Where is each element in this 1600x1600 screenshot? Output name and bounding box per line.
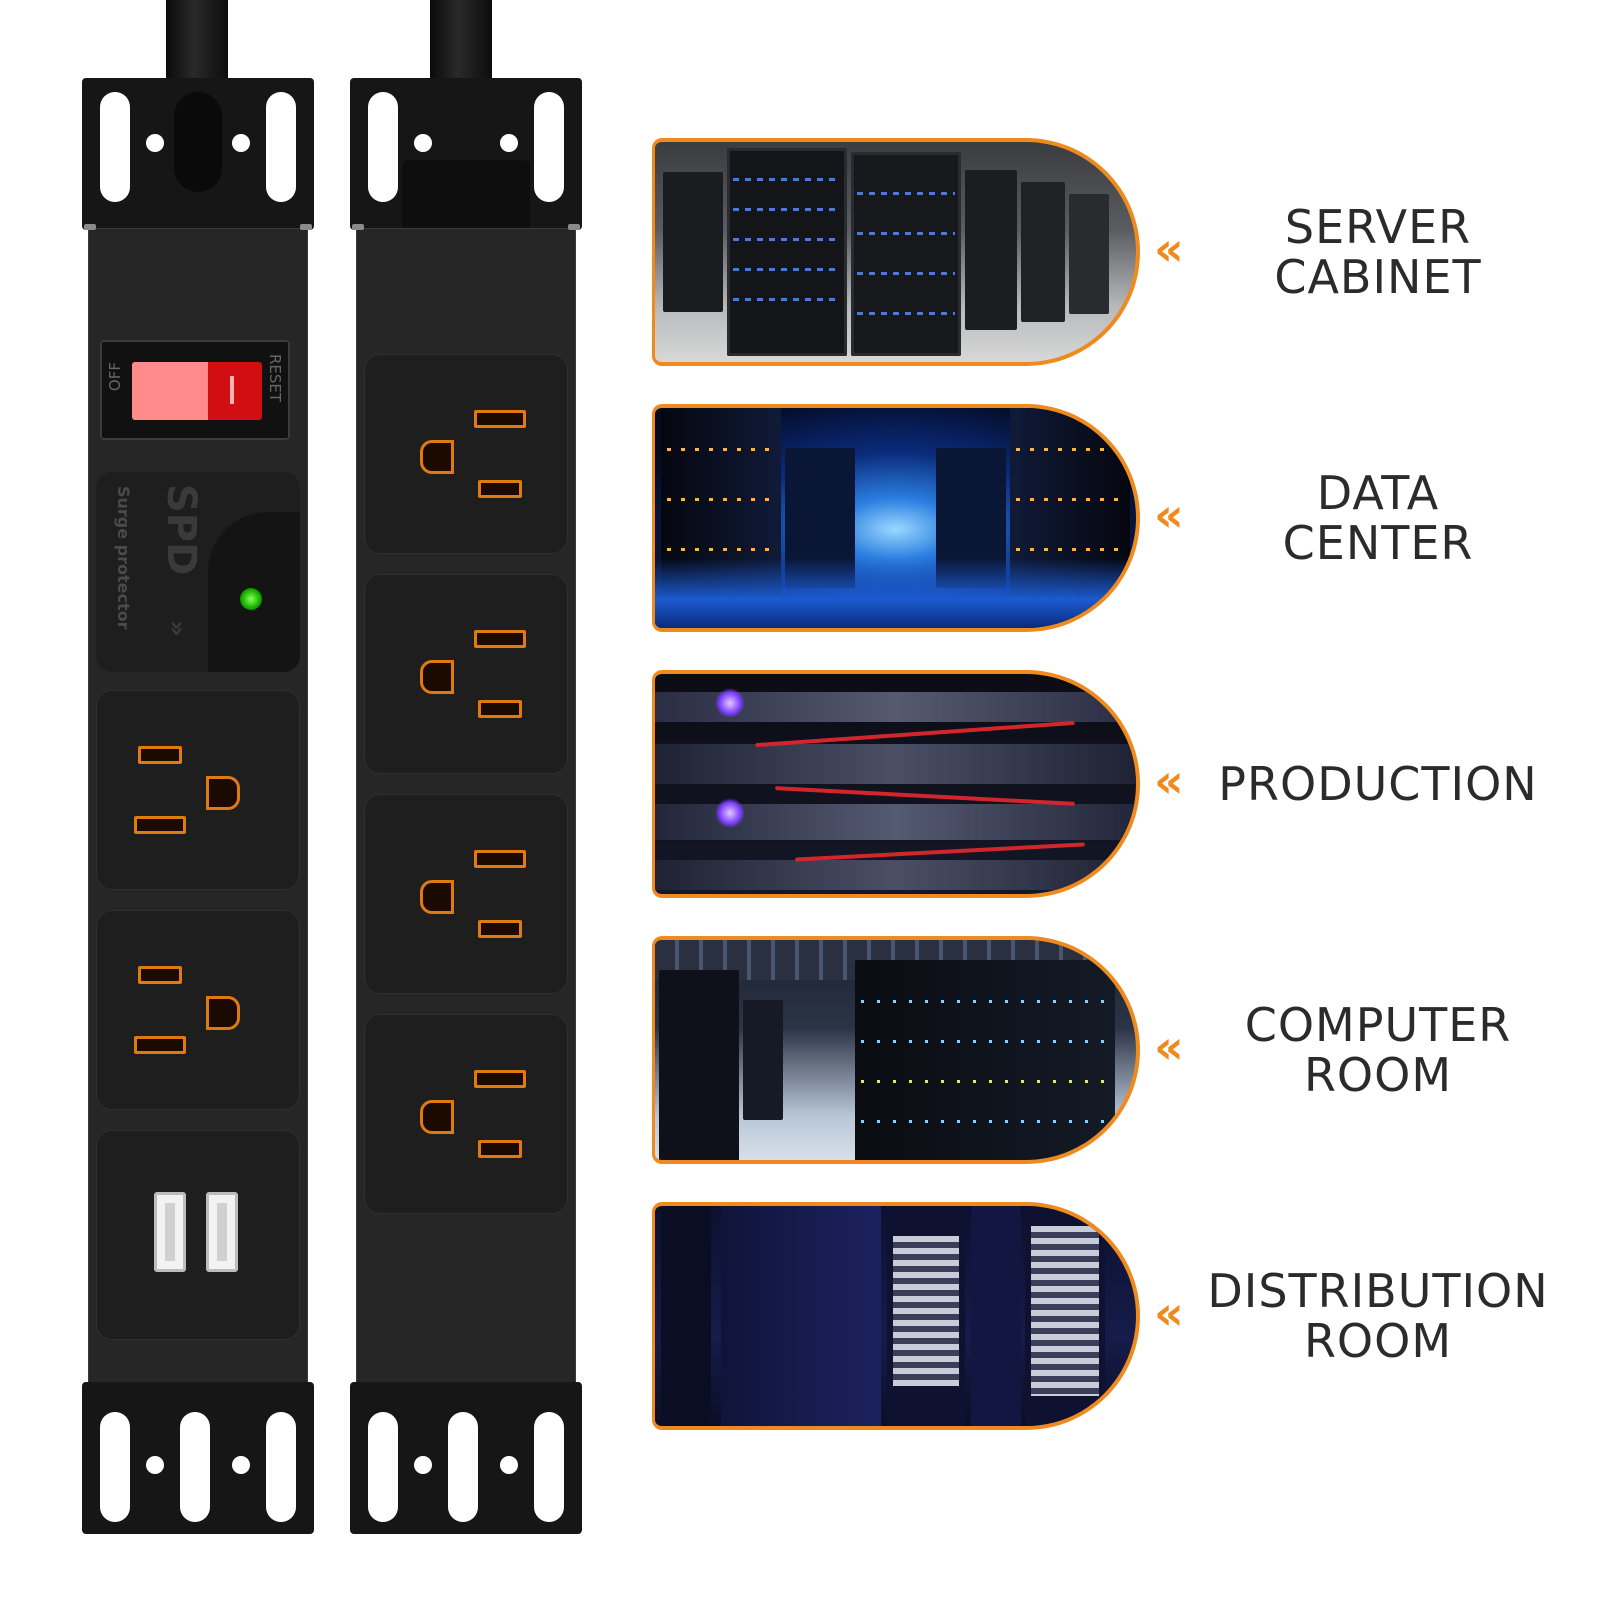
outlet-3[interactable] xyxy=(364,354,568,554)
application-label: DISTRIBUTION ROOM xyxy=(1207,1202,1549,1430)
application-label: DATA CENTER xyxy=(1208,404,1548,632)
mounting-bracket-bottom xyxy=(82,1382,314,1534)
application-label: COMPUTER ROOM xyxy=(1208,936,1548,1164)
application-label: SERVER CABINET xyxy=(1208,138,1548,366)
outlet-5[interactable] xyxy=(364,794,568,994)
distribution-room-photo xyxy=(652,1202,1140,1430)
application-label-line1: COMPUTER xyxy=(1244,998,1512,1052)
server-cabinet-photo xyxy=(652,138,1140,366)
application-production: « PRODUCTION xyxy=(652,670,1552,900)
outlet-icon xyxy=(420,880,454,914)
outlet-4[interactable] xyxy=(364,574,568,774)
chevron-left-icon: « xyxy=(1154,222,1184,276)
application-label-line1: DATA xyxy=(1316,466,1440,520)
outlet-1[interactable] xyxy=(96,690,300,890)
outlet-2[interactable] xyxy=(96,910,300,1110)
usb-panel xyxy=(96,1130,300,1340)
mounting-bracket-top xyxy=(350,78,582,230)
outlet-icon xyxy=(420,440,454,474)
outlet-icon xyxy=(206,776,240,810)
application-label-line1: SERVER xyxy=(1284,200,1472,254)
breaker-reset-label: RESET xyxy=(266,354,284,403)
application-data-center: « DATA CENTER xyxy=(652,404,1552,634)
outlet-6[interactable] xyxy=(364,1014,568,1214)
production-photo xyxy=(652,670,1140,898)
chevron-left-icon: « xyxy=(1154,1020,1184,1074)
chevron-left-icon: « xyxy=(1154,1286,1184,1340)
breaker-switch[interactable] xyxy=(132,362,262,420)
application-label-line1: DISTRIBUTION xyxy=(1207,1264,1549,1318)
application-label-line1: PRODUCTION xyxy=(1218,757,1538,811)
outlet-icon xyxy=(420,1100,454,1134)
application-label-line2: ROOM xyxy=(1303,1048,1453,1102)
power-strip-right xyxy=(350,78,582,1534)
application-label-line2: CENTER xyxy=(1282,516,1474,570)
surge-protector-panel: SPD Surge protector » xyxy=(96,472,300,672)
application-label-line2: CABINET xyxy=(1274,250,1482,304)
chevron-left-icon: « xyxy=(1154,754,1184,808)
application-server-cabinet: « SERVER CABINET xyxy=(652,138,1552,368)
outlet-icon xyxy=(420,660,454,694)
application-computer-room: « COMPUTER ROOM xyxy=(652,936,1552,1166)
mounting-bracket-top xyxy=(82,78,314,230)
breaker-off-label: OFF xyxy=(106,362,124,392)
application-label: PRODUCTION xyxy=(1208,670,1548,898)
outlet-icon xyxy=(206,996,240,1030)
spd-subtitle: Surge protector xyxy=(114,486,133,630)
mounting-bracket-bottom xyxy=(350,1382,582,1534)
usb-port-icon[interactable] xyxy=(154,1192,186,1272)
chevron-left-icon: « xyxy=(1154,488,1184,542)
application-label-line2: ROOM xyxy=(1303,1314,1453,1368)
usb-port-icon[interactable] xyxy=(206,1192,238,1272)
spd-title: SPD xyxy=(158,484,204,576)
data-center-photo xyxy=(652,404,1140,632)
power-strip-left: OFF RESET SPD Surge protector » xyxy=(82,78,314,1534)
circuit-breaker-icon[interactable]: OFF RESET xyxy=(100,340,290,440)
application-distribution-room: « DISTRIBUTION ROOM xyxy=(652,1202,1552,1432)
computer-room-photo xyxy=(652,936,1140,1164)
spd-indicator-icon xyxy=(240,588,262,610)
spd-chevrons: » xyxy=(162,620,192,637)
